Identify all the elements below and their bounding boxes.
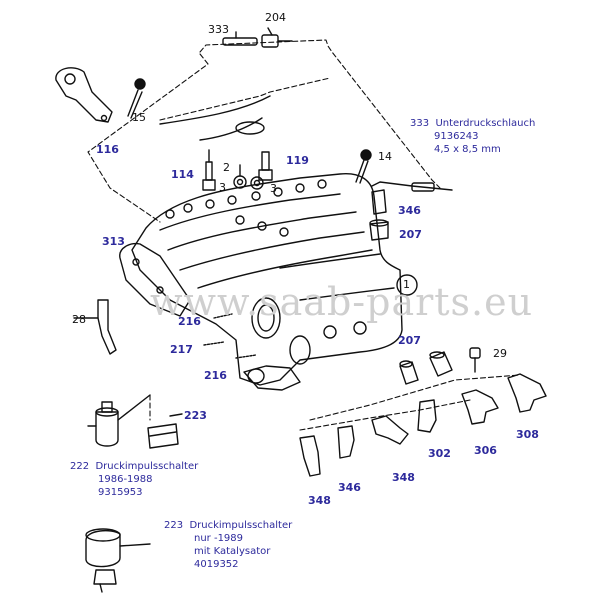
grommet-207-top xyxy=(369,219,389,241)
note-223-number: 223 xyxy=(164,520,184,531)
bolt-14 xyxy=(355,149,372,184)
note-223: 223 Druckimpulsschalter nur -1989 mit Ka… xyxy=(164,519,292,571)
elbow-348-right xyxy=(371,415,409,445)
note-333-line-2: 9136243 xyxy=(434,131,479,142)
throttle-outlet xyxy=(243,365,301,391)
note-333-number: 333 xyxy=(410,118,430,129)
label-2: 2 xyxy=(223,161,230,174)
bracket-28 xyxy=(73,299,117,355)
note-223-line-4: 4019352 xyxy=(194,559,239,570)
note-333: 333 Unterdruckschlauch 9136243 4,5 x 8,5… xyxy=(410,117,535,156)
label-216-b: 216 xyxy=(204,369,227,382)
note-222-line-3: 9315953 xyxy=(98,487,143,498)
label-348-right: 348 xyxy=(392,471,415,484)
label-14: 14 xyxy=(378,150,392,163)
note-222: 222 Druckimpulsschalter 1986-1988 931595… xyxy=(70,460,198,499)
hose-333-and-connector-204 xyxy=(222,27,293,48)
label-116: 116 xyxy=(96,143,119,156)
intake-manifold-body xyxy=(131,173,403,386)
manifold-flange-313 xyxy=(119,242,191,317)
cap-29 xyxy=(469,347,481,373)
watermark-text: www.saab-parts.eu xyxy=(150,280,534,324)
label-15: 15 xyxy=(132,111,146,124)
label-223-small: 223 xyxy=(184,409,207,422)
note-222-line-1: Druckimpulsschalter xyxy=(95,461,199,472)
label-207-mid: 207 xyxy=(398,334,421,347)
label-1: 1 xyxy=(403,278,410,291)
label-313: 313 xyxy=(102,235,125,248)
label-346-bottom: 346 xyxy=(338,481,361,494)
bracket-116 xyxy=(55,67,113,123)
label-29: 29 xyxy=(493,347,507,360)
note-223-line-3: mit Katalysator xyxy=(194,546,271,557)
label-216-a: 216 xyxy=(178,315,201,328)
switch-bracket-223 xyxy=(147,413,183,449)
elbow-346-bottom xyxy=(337,425,355,459)
label-114: 114 xyxy=(171,168,194,181)
callout-circle-1 xyxy=(396,274,418,296)
label-306: 306 xyxy=(474,444,497,457)
bolt-15 xyxy=(127,78,146,119)
label-204: 204 xyxy=(265,11,286,24)
label-302: 302 xyxy=(428,447,451,460)
label-348-left: 348 xyxy=(308,494,331,507)
label-217: 217 xyxy=(170,343,193,356)
note-333-line-1: Unterdruckschlauch xyxy=(435,118,536,129)
note-222-number: 222 xyxy=(70,461,90,472)
note-333-line-3: 4,5 x 8,5 mm xyxy=(434,144,501,155)
grommets-207-mid xyxy=(399,351,453,385)
studs-216-217 xyxy=(203,313,257,359)
label-333-top: 333 xyxy=(208,23,229,36)
note-222-line-2: 1986-1988 xyxy=(98,474,153,485)
elbow-346-top xyxy=(371,189,387,215)
label-308: 308 xyxy=(516,428,539,441)
label-3b: 3 xyxy=(270,182,277,195)
hose-fitting-306 xyxy=(461,389,499,425)
elbow-348-left xyxy=(299,435,321,477)
label-207-top: 207 xyxy=(399,228,422,241)
label-3a: 3 xyxy=(219,181,226,194)
hose-fitting-302 xyxy=(417,399,437,433)
note-223-line-1: Druckimpulsschalter xyxy=(189,520,293,531)
label-119: 119 xyxy=(286,154,309,167)
sensor-119 xyxy=(258,151,273,181)
dashed-leader-lines xyxy=(87,39,521,431)
pressure-switch-223 xyxy=(85,528,151,593)
pressure-switch-222 xyxy=(87,394,151,447)
sensor-114 xyxy=(202,149,216,191)
hose-fitting-308 xyxy=(507,373,547,413)
label-28: 28 xyxy=(72,313,86,326)
note-223-line-2: nur -1989 xyxy=(194,533,244,544)
label-346-top: 346 xyxy=(398,204,421,217)
